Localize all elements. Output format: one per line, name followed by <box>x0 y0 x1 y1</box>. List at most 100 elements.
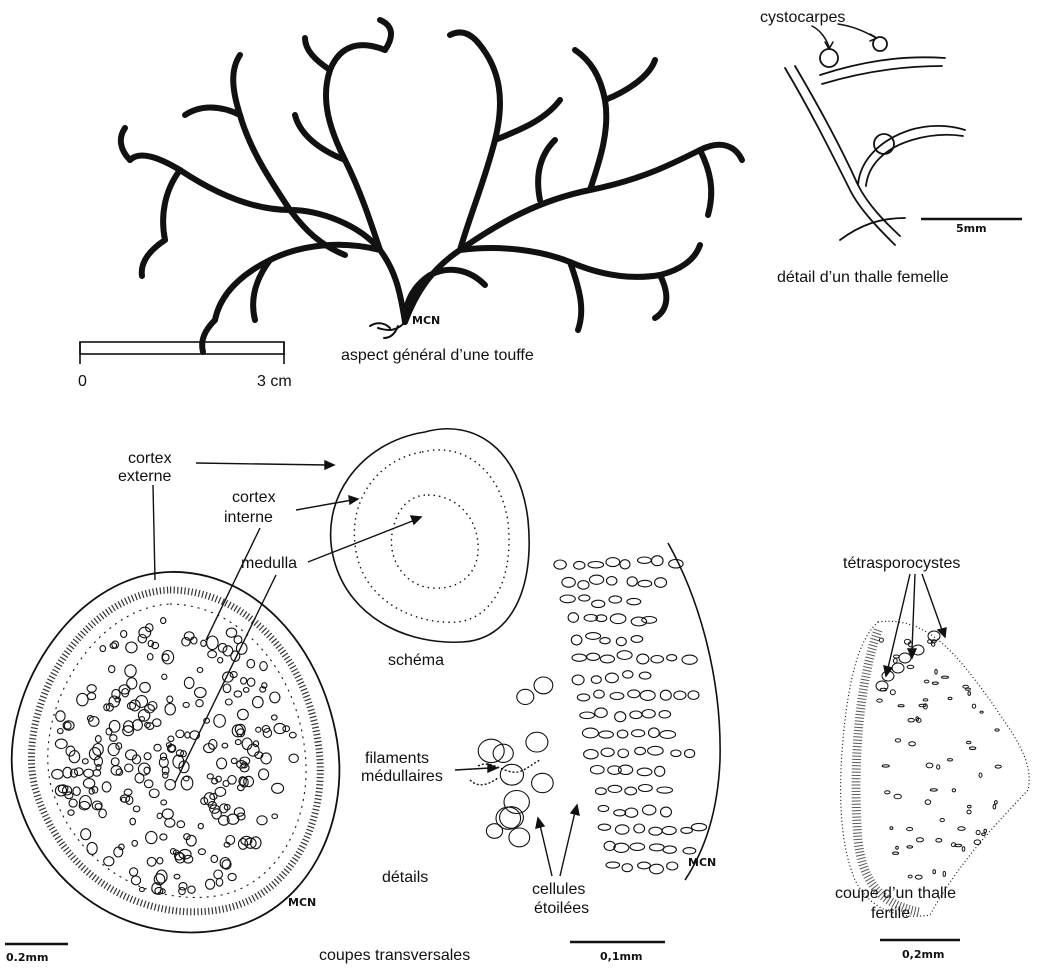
cell-mark <box>208 651 217 658</box>
cell-mark <box>948 759 953 761</box>
cell-mark <box>186 835 196 846</box>
cell-mark <box>942 676 949 678</box>
cell-mark <box>95 804 102 810</box>
cell-mark <box>235 740 241 745</box>
cell-mark <box>660 690 671 700</box>
cell-mark <box>165 819 175 828</box>
cell-mark <box>247 659 255 668</box>
details-caption: détails <box>382 869 428 886</box>
cell-mark <box>109 666 115 673</box>
cell-mark <box>572 675 584 685</box>
cell-mark <box>958 827 965 831</box>
cell-mark <box>149 789 159 798</box>
cell-mark <box>100 646 106 652</box>
cell-mark <box>168 736 174 741</box>
cell-mark <box>972 704 975 708</box>
cell-mark <box>272 715 278 720</box>
cell-mark <box>572 654 586 661</box>
cell-mark <box>952 789 955 792</box>
cell-mark <box>661 807 672 817</box>
cell-mark <box>620 560 630 569</box>
cell-mark <box>500 764 523 785</box>
cell-mark <box>162 654 169 661</box>
cell-mark <box>73 787 80 796</box>
cell-mark <box>216 878 223 886</box>
cell-mark <box>157 858 163 864</box>
cell-mark <box>607 577 617 585</box>
cell-mark <box>591 676 601 684</box>
cell-mark <box>648 746 664 755</box>
cell-mark <box>652 556 664 566</box>
cell-mark <box>614 810 626 816</box>
cystocarpes-label: cystocarpes <box>760 9 845 26</box>
cell-mark <box>908 718 914 722</box>
cell-mark <box>207 774 213 779</box>
female-thallus-drawing <box>785 37 965 245</box>
cell-mark <box>631 636 643 643</box>
cell-mark <box>182 637 190 646</box>
cell-mark <box>979 773 982 777</box>
cell-mark <box>893 852 899 854</box>
cell-mark <box>197 668 203 673</box>
scale-02mm-label-a: 0.2mm <box>6 951 48 964</box>
cell-mark <box>962 847 965 851</box>
cell-mark <box>894 655 900 658</box>
fertile-thallus-section <box>841 621 1030 916</box>
algae-tuft-drawing <box>121 20 742 352</box>
cell-mark <box>943 871 945 876</box>
cell-mark <box>156 870 167 883</box>
cell-mark <box>217 758 227 769</box>
cell-mark <box>272 783 284 793</box>
cell-mark <box>161 618 166 624</box>
cell-mark <box>231 758 237 763</box>
cell-mark <box>274 723 286 733</box>
cell-mark <box>639 672 651 679</box>
cell-mark <box>618 749 629 758</box>
cell-mark <box>674 691 686 699</box>
cell-mark <box>968 805 972 808</box>
cell-mark <box>691 823 706 830</box>
tuft-signature: MCN <box>412 314 440 327</box>
cell-mark <box>667 655 677 661</box>
cell-mark <box>75 768 84 776</box>
cell-mark <box>616 637 626 645</box>
cell-mark <box>605 673 618 683</box>
cell-mark <box>130 700 140 711</box>
cell-mark <box>131 876 140 885</box>
cell-mark <box>650 864 664 874</box>
cell-mark <box>937 765 940 769</box>
cell-mark <box>183 702 189 707</box>
cell-mark <box>176 730 184 738</box>
cell-mark <box>114 847 123 857</box>
cell-mark <box>923 699 928 701</box>
cell-mark <box>663 846 676 853</box>
cell-mark <box>584 750 599 759</box>
cell-mark <box>95 736 101 743</box>
cell-mark <box>890 827 893 830</box>
cell-mark <box>52 769 63 779</box>
wedge-signature: MCN <box>688 856 716 869</box>
cell-mark <box>162 809 173 819</box>
cell-mark <box>635 747 646 754</box>
cell-mark <box>554 560 566 569</box>
cell-mark <box>140 682 151 692</box>
cell-mark <box>56 711 65 722</box>
cell-mark <box>146 831 157 843</box>
cell-mark <box>242 738 252 750</box>
cell-mark <box>586 633 601 640</box>
cell-mark <box>599 731 614 738</box>
cell-mark <box>102 782 111 792</box>
tuft-scale-bar <box>80 342 284 364</box>
cell-mark <box>890 690 895 695</box>
cell-mark <box>627 598 641 604</box>
cell-mark <box>562 577 575 587</box>
cell-mark <box>574 561 585 569</box>
cell-mark <box>220 858 230 869</box>
cortex-externe-label-1: cortex <box>128 450 172 467</box>
cell-mark <box>876 681 888 691</box>
cell-mark <box>919 704 926 707</box>
cell-mark <box>283 726 290 732</box>
cell-mark <box>688 691 699 700</box>
cell-mark <box>628 690 640 698</box>
